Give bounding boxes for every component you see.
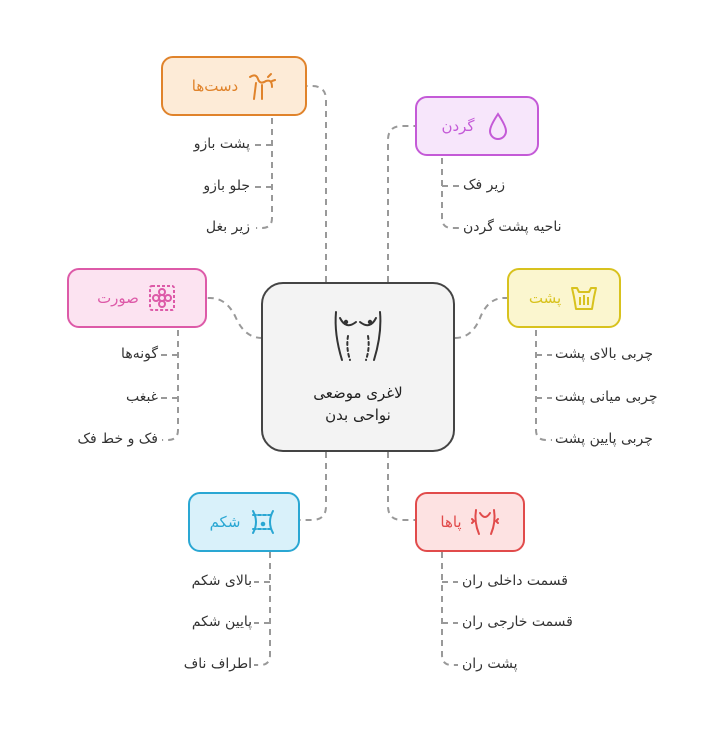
belly-item-3: اطراف ناف: [183, 656, 252, 672]
branch-legs[interactable]: پاها: [415, 492, 525, 552]
back-body-icon: [569, 283, 599, 313]
waist-icon: [248, 507, 278, 537]
branch-arms[interactable]: دست‌ها: [161, 56, 307, 116]
arms-item-1: پشت بازو: [193, 136, 250, 152]
branch-face-label: صورت: [97, 288, 139, 307]
droplet-icon: [483, 111, 513, 141]
face-item-3: فک و خط فک: [77, 431, 159, 447]
branch-face[interactable]: صورت: [67, 268, 207, 328]
arms-item-2: جلو بازو: [203, 178, 250, 194]
face-flower-icon: [147, 283, 177, 313]
neck-item-2: ناحیه پشت گردن: [463, 219, 562, 235]
arms-item-3: زیر بغل: [205, 219, 250, 235]
branch-neck-label: گردن: [441, 116, 475, 135]
center-title-line2: نواحی بدن: [325, 406, 391, 424]
branch-back[interactable]: پشت: [507, 268, 621, 328]
legs-icon: [470, 507, 500, 537]
branch-legs-label: پاها: [440, 512, 462, 531]
back-item-1: چربی بالای پشت: [555, 346, 654, 362]
center-node: لاغری موضعی نواحی بدن: [261, 282, 455, 452]
center-title-line1: لاغری موضعی: [313, 384, 403, 402]
legs-item-3: پشت ران: [462, 656, 518, 672]
body-torso-icon: [328, 308, 388, 368]
branch-belly[interactable]: شکم: [188, 492, 300, 552]
flexed-arm-icon: [246, 71, 277, 101]
face-item-1: گونه‌ها: [121, 346, 158, 362]
branch-arms-label: دست‌ها: [191, 76, 239, 95]
legs-item-1: قسمت داخلی ران: [462, 573, 568, 589]
belly-item-1: بالای شکم: [191, 573, 252, 589]
back-item-3: چربی پایین پشت: [555, 431, 653, 447]
neck-item-1: زیر فک: [463, 177, 506, 193]
legs-item-2: قسمت خارجی ران: [462, 614, 573, 630]
branch-back-label: پشت: [528, 288, 562, 307]
back-item-2: چربی میانی پشت: [555, 389, 658, 405]
belly-item-2: پایین شکم: [191, 614, 252, 630]
face-item-2: غبغب: [125, 389, 158, 405]
branch-belly-label: شکم: [209, 512, 241, 531]
branch-neck[interactable]: گردن: [415, 96, 539, 156]
